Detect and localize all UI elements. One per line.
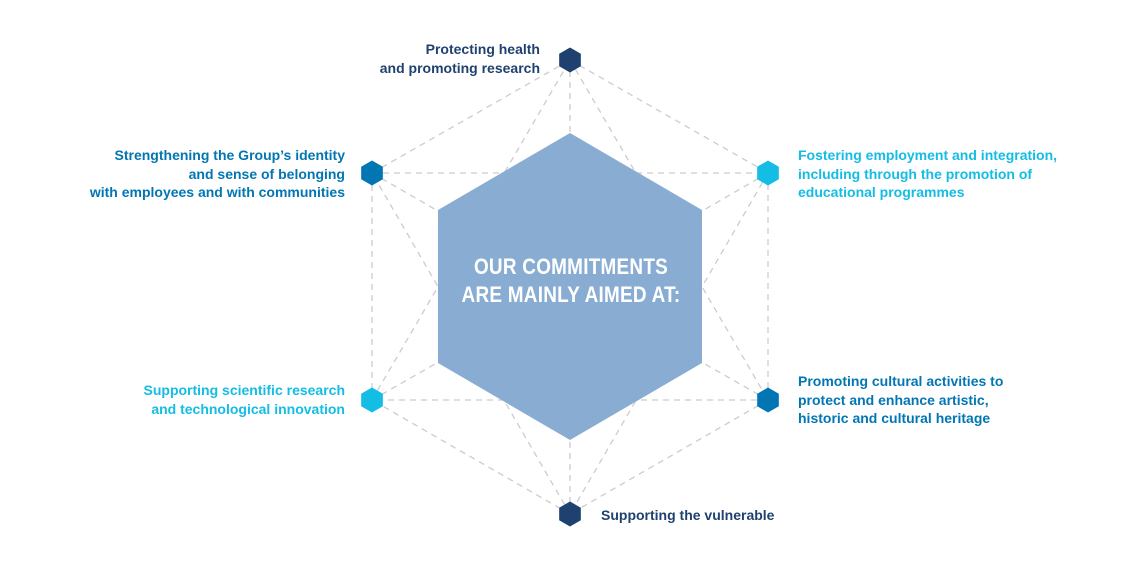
center-title: OUR COMMITMENTS ARE MAINLY AIMED AT: (458, 253, 683, 309)
label-line: Fostering employment and integration, (798, 147, 1058, 163)
outer-edge-line (371, 399, 571, 515)
label-line: Promoting cultural activities to (798, 373, 1004, 389)
hexagon-node-protecting-health (559, 47, 581, 73)
label-line: and promoting research (379, 59, 540, 76)
label-line: Supporting the vulnerable (601, 507, 775, 523)
label-line: Supporting scientific research (143, 382, 346, 398)
label-line: and technological innovation (151, 400, 345, 417)
label-line: Protecting health (425, 41, 540, 57)
commitment-nodes (361, 47, 779, 527)
label-protecting-health: Protecting health and promoting research (380, 40, 540, 77)
label-fostering-employment: Fostering employment and integration, in… (798, 146, 1057, 202)
hexagon-node-strengthening-identity (361, 160, 383, 186)
hexagon-node-supporting-vulnerable (559, 501, 581, 527)
center-hexagon (438, 133, 702, 440)
label-line: Strengthening the Group’s identity (114, 147, 345, 163)
hexagon-node-fostering-employment (757, 160, 779, 186)
label-strengthening-identity: Strengthening the Group’s identity and s… (90, 146, 345, 202)
outer-edge-line (569, 399, 769, 515)
label-line: educational programmes (798, 184, 965, 200)
center-title-line-2: ARE MAINLY AIMED AT: (461, 282, 681, 307)
outer-edge-line (569, 59, 769, 174)
label-line: and sense of belonging (188, 165, 345, 182)
label-supporting-research: Supporting scientific research and techn… (144, 381, 346, 418)
label-supporting-vulnerable: Supporting the vulnerable (601, 506, 774, 525)
label-line: with employees and with communities (89, 184, 345, 200)
hexagon-node-supporting-research (361, 387, 383, 413)
label-promoting-cultural: Promoting cultural activities to protect… (798, 372, 1003, 428)
center-title-line-1: OUR COMMITMENTS (473, 254, 669, 279)
label-line: historic and cultural heritage (798, 410, 991, 426)
label-line: including through the promotion of (798, 165, 1033, 182)
hexagon-node-promoting-cultural (757, 387, 779, 413)
outer-edge-line (371, 59, 571, 174)
label-line: protect and enhance artistic, (798, 391, 989, 408)
